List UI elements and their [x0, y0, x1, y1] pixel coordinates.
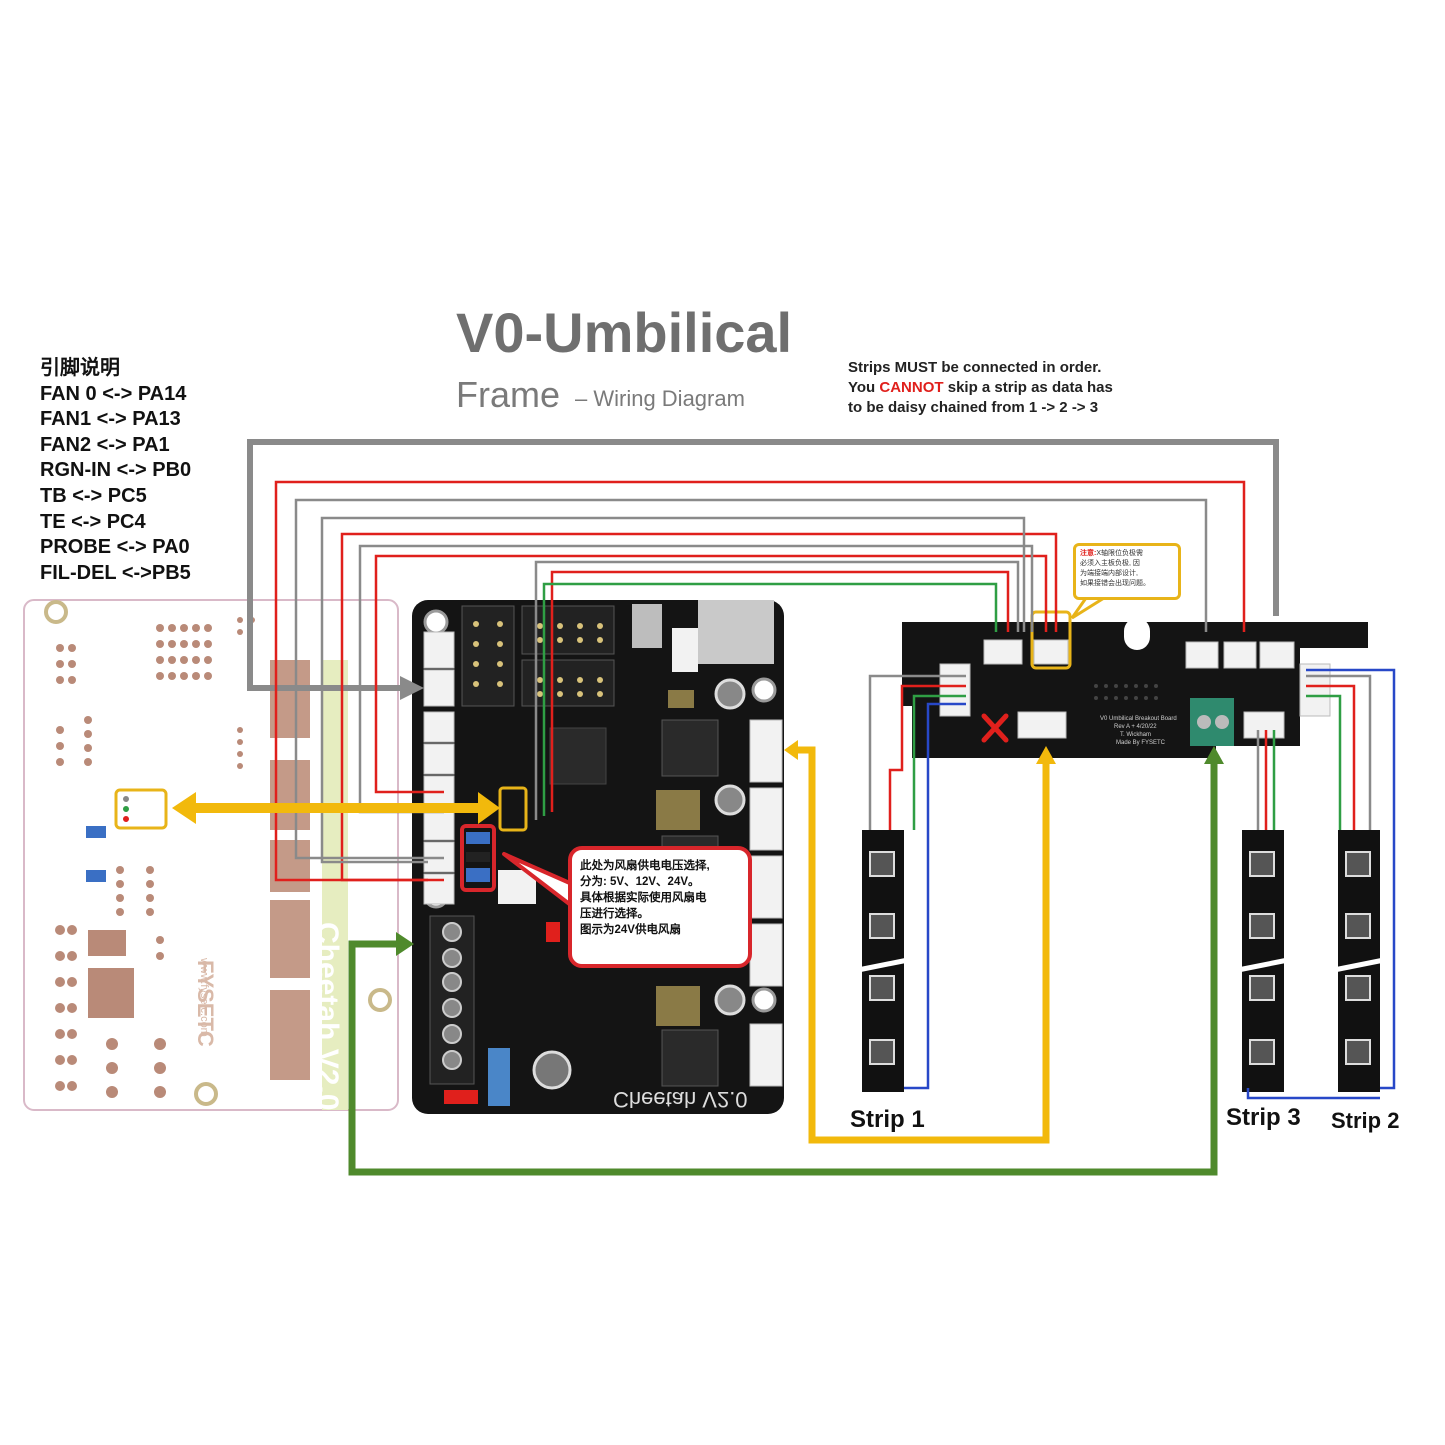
callout-line: 压进行选择。: [580, 908, 649, 920]
diagram-subtitle: – Wiring Diagram: [575, 386, 745, 411]
pin-legend-row: RGN-IN <-> PB0: [40, 459, 192, 482]
strip-1-label: Strip 1: [850, 1106, 925, 1133]
pin-legend-row: FAN1 <-> PA13: [40, 408, 181, 431]
ghost-cheetah-board: [23, 599, 399, 1111]
breakout-title: V0 Umbilical Breakout Board: [1100, 716, 1177, 722]
pin-legend-row: TE <-> PC4: [40, 510, 146, 533]
wire-green-power: [348, 746, 1224, 1176]
breakout-rev: Rev A + 4/20/22: [1114, 724, 1157, 730]
callout-line: 此处为风扇供电电压选择,: [580, 860, 710, 872]
strip-order-note: Strips MUST be connected in order. You C…: [848, 358, 1113, 418]
fysetc-url: www.fysetc.com: [198, 958, 210, 1037]
note-line-3: to be daisy chained from 1 -> 2 -> 3: [848, 399, 1099, 416]
strip-3-label: Strip 3: [1226, 1104, 1301, 1131]
wires-green: [542, 582, 1342, 830]
breakout-note-callout: 注意:X轴限位负极需 必须入主板负极, 因 为端接端内部设计, 如果接错会出现问…: [1073, 543, 1181, 600]
cheetah-board-name: Cheetah V2.0: [613, 1087, 748, 1112]
diagram-frame-label: Frame: [456, 374, 561, 415]
led-strips: [857, 830, 1385, 1092]
wire-yellow-data: [784, 740, 1056, 1144]
callout-line: 具体根据实际使用风扇电: [580, 892, 707, 904]
note-line-1: Strips MUST be connected in order.: [848, 359, 1102, 376]
pin-legend-row: PROBE <-> PA0: [40, 536, 190, 559]
note-line-2: You CANNOT skip a strip as data has: [848, 379, 1113, 396]
wire-gray-main: [247, 439, 1279, 700]
strip-2-label: Strip 2: [1331, 1108, 1400, 1133]
pin-legend-row: FIL-DEL <->PB5: [40, 561, 191, 584]
note-emphasis: CANNOT: [879, 379, 944, 396]
diagram-title: V0-Umbilical: [456, 301, 793, 364]
ghost-board-name: Cheetah V2.0: [311, 922, 344, 1111]
pin-legend-heading: 引脚说明: [40, 357, 120, 379]
fan-voltage-callout: 此处为风扇供电电压选择, 分为: 5V、12V、24V。 具体根据实际使用风扇电…: [568, 846, 752, 968]
wires-blue: [904, 668, 1396, 1100]
breakout-note-label: 注意:: [1080, 550, 1097, 557]
wires-red: [274, 480, 1356, 882]
pin-legend: 引脚说明 FAN 0 <-> PA14 FAN1 <-> PA13 FAN2 <…: [40, 356, 191, 586]
callout-line: 分为: 5V、12V、24V。: [580, 876, 700, 888]
breakout-author: T. Wickham: [1120, 732, 1152, 738]
pin-legend-row: TB <-> PC5: [40, 484, 147, 507]
pin-legend-row: FAN 0 <-> PA14: [40, 382, 187, 405]
umbilical-breakout-board: [902, 610, 1368, 758]
pin-legend-row: FAN2 <-> PA1: [40, 433, 170, 456]
wire-yellow-link: [172, 792, 500, 824]
breakout-maker: Made By FYSETC: [1116, 740, 1166, 746]
callout-line: 图示为24V供电风扇: [580, 924, 681, 936]
